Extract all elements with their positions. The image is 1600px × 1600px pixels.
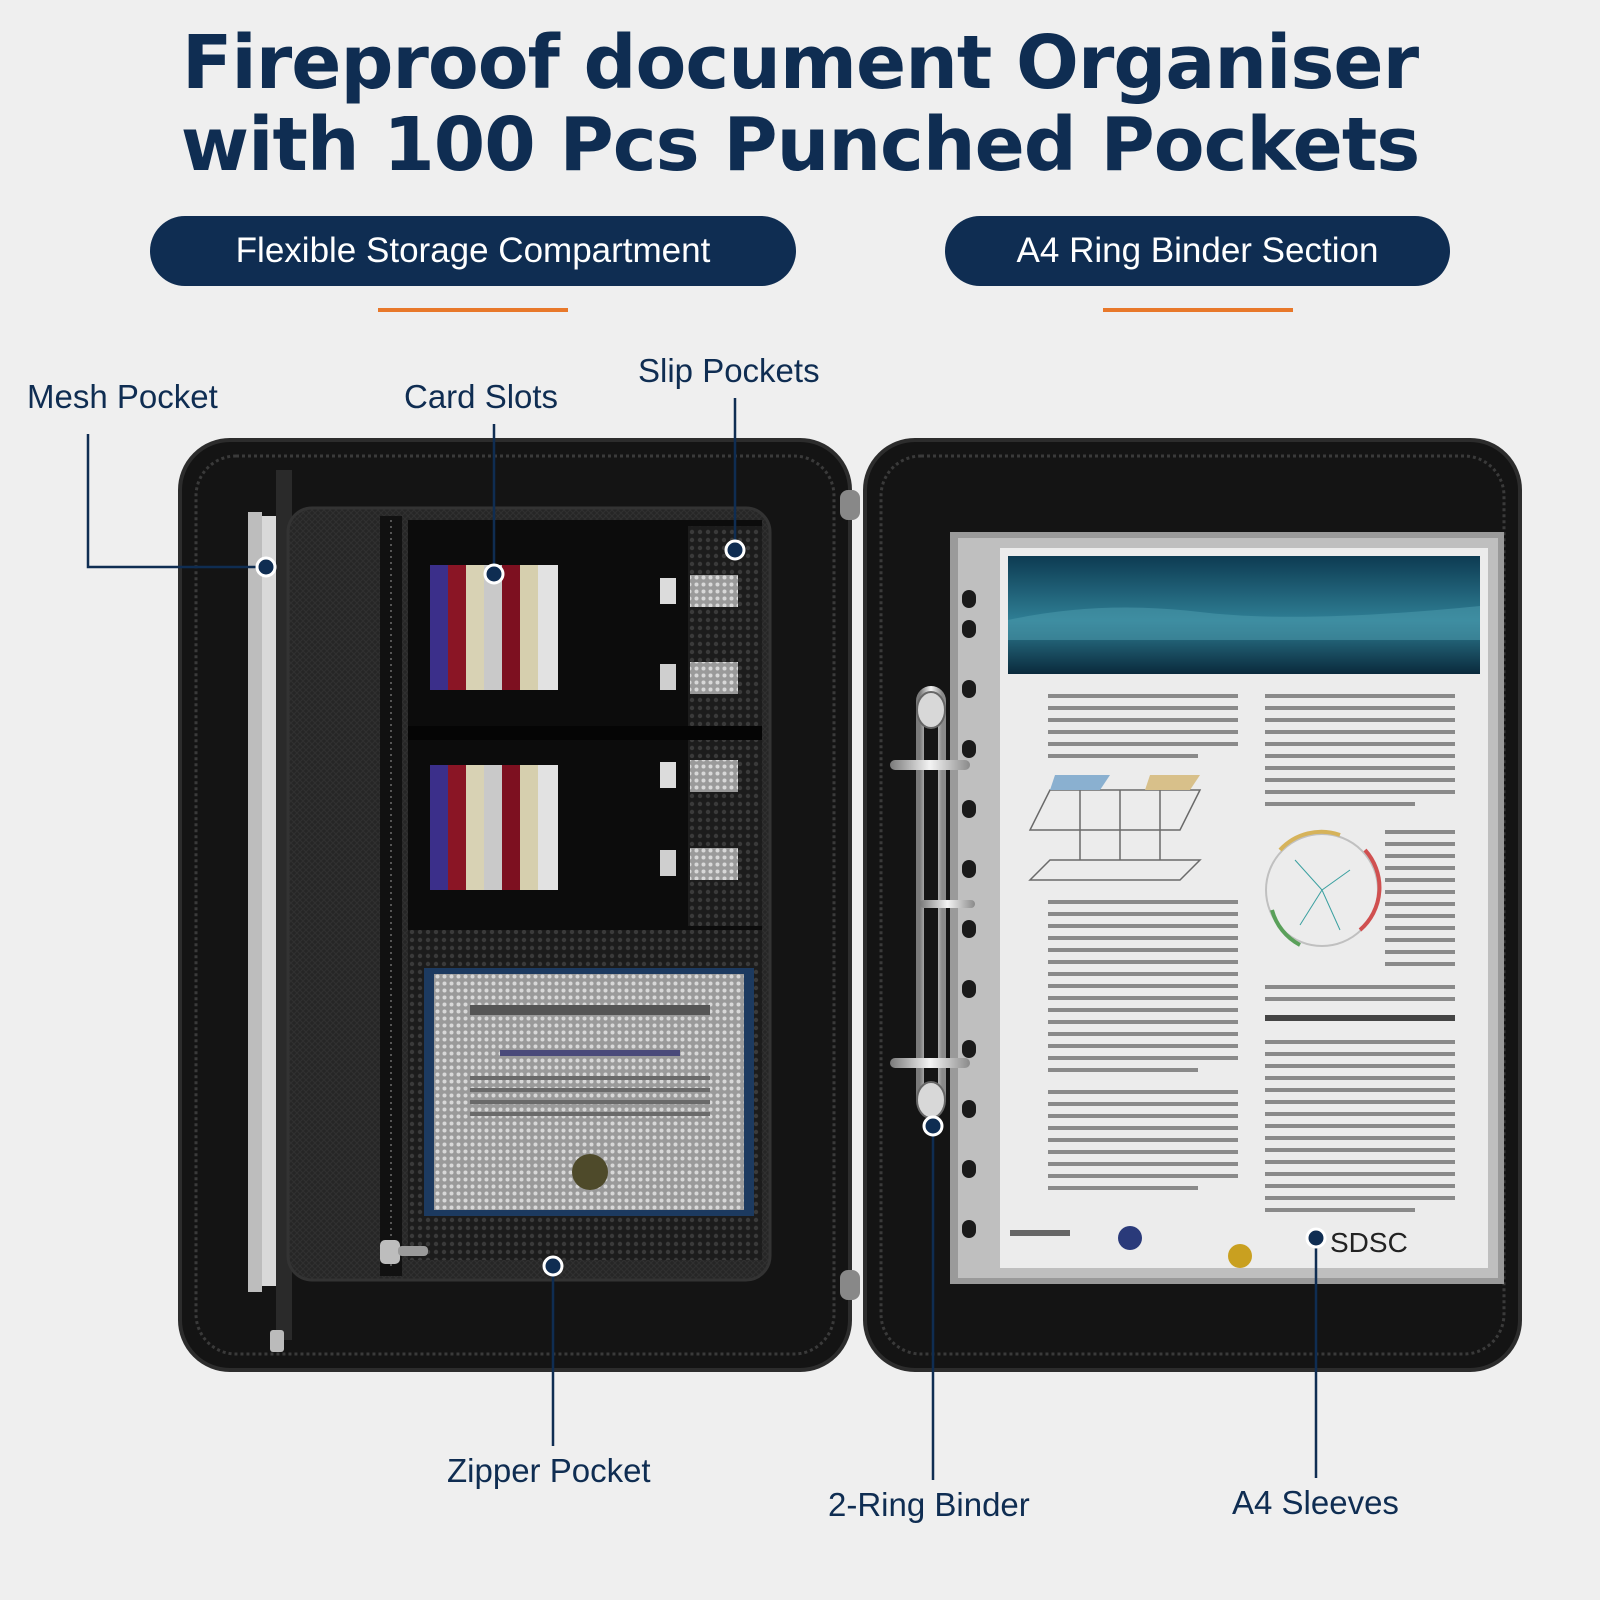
headline-line-1: Fireproof document Organiser <box>181 20 1419 106</box>
card-stack-bottom <box>430 765 558 890</box>
callout-a4-sleeves: A4 Sleeves <box>1232 1484 1399 1521</box>
callout-ring-binder: 2-Ring Binder <box>828 1486 1030 1523</box>
callout-mesh-pocket: Mesh Pocket <box>27 378 218 415</box>
callout-dots <box>255 539 1327 1277</box>
callout-card-slots: Card Slots <box>404 378 559 415</box>
callout-lines <box>86 398 1318 1480</box>
card-stack-top <box>430 565 558 690</box>
callout-slip-pockets: Slip Pockets <box>638 352 820 389</box>
headline: Fireproof document Organiser with 100 Pc… <box>0 22 1600 186</box>
section-underline-right <box>1103 308 1293 312</box>
svg-text:SDSC: SDSC <box>1330 1227 1408 1258</box>
section-label-left: Flexible Storage Compartment <box>150 216 796 286</box>
section-label-right: A4 Ring Binder Section <box>945 216 1450 286</box>
callout-zipper-pocket: Zipper Pocket <box>447 1452 651 1489</box>
headline-line-2: with 100 Pcs Punched Pockets <box>180 102 1421 188</box>
binder-rings <box>890 686 975 1119</box>
right-case-half: SDSC <box>863 438 1522 1372</box>
section-underline-left <box>378 308 568 312</box>
left-case-half <box>178 438 852 1372</box>
